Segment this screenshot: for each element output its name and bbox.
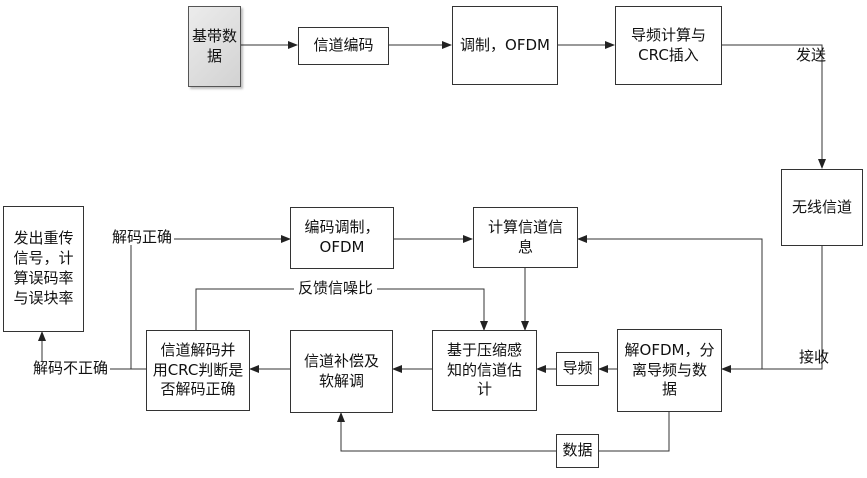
wireless-channel-text: 无线信道 xyxy=(792,198,852,218)
demod-ofdm-text: 解OFDM，分 离导频与数 据 xyxy=(625,341,715,400)
channel-encode-box: 信道编码 xyxy=(298,27,389,65)
wireless-channel-box: 无线信道 xyxy=(781,169,863,246)
decode-crc-text: 信道解码并 用CRC判断是 否解码正确 xyxy=(153,341,244,400)
re-encode-box: 编码调制， OFDM xyxy=(290,207,394,269)
cs-estimation-text: 基于压缩感 知的信道估 计 xyxy=(447,341,522,400)
modulate-ofdm-box: 调制，OFDM xyxy=(452,6,558,85)
receive-label: 接收 xyxy=(799,350,829,365)
decode-incorrect-label: 解码不正确 xyxy=(31,361,110,376)
decode-crc-box: 信道解码并 用CRC判断是 否解码正确 xyxy=(146,330,250,411)
send-label: 发送 xyxy=(796,48,826,63)
compensation-text: 信道补偿及 软解调 xyxy=(304,352,379,392)
retransmit-text: 发出重传 信号，计 算误码率 与误块率 xyxy=(13,229,73,308)
calc-channel-info-text: 计算信道信 息 xyxy=(488,218,563,258)
pilot-box: 导频 xyxy=(556,352,599,386)
feedback-snr-label: 反馈信噪比 xyxy=(294,281,377,296)
cs-estimation-box: 基于压缩感 知的信道估 计 xyxy=(432,330,537,411)
edge-data-to-compensation xyxy=(341,413,556,451)
modulate-ofdm-text: 调制，OFDM xyxy=(460,36,550,56)
pilot-crc-box: 导频计算与 CRC插入 xyxy=(615,6,722,85)
demod-ofdm-box: 解OFDM，分 离导频与数 据 xyxy=(617,329,722,412)
calc-channel-info-box: 计算信道信 息 xyxy=(473,207,578,268)
edge-demod-to-data xyxy=(599,412,669,451)
baseband-data-box: 基带数 据 xyxy=(188,6,241,87)
retransmit-box: 发出重传 信号，计 算误码率 与误块率 xyxy=(3,206,84,332)
re-encode-text: 编码调制， OFDM xyxy=(304,218,379,258)
data-text: 数据 xyxy=(562,441,592,461)
channel-encode-text: 信道编码 xyxy=(313,36,373,56)
decode-correct-label: 解码正确 xyxy=(110,230,174,245)
edge-decode-to-branch xyxy=(131,239,146,369)
baseband-data-text: 基带数 据 xyxy=(192,27,237,67)
pilot-text: 导频 xyxy=(562,359,592,379)
pilot-crc-text: 导频计算与 CRC插入 xyxy=(631,26,706,66)
compensation-box: 信道补偿及 软解调 xyxy=(290,330,393,413)
data-box: 数据 xyxy=(556,434,599,468)
